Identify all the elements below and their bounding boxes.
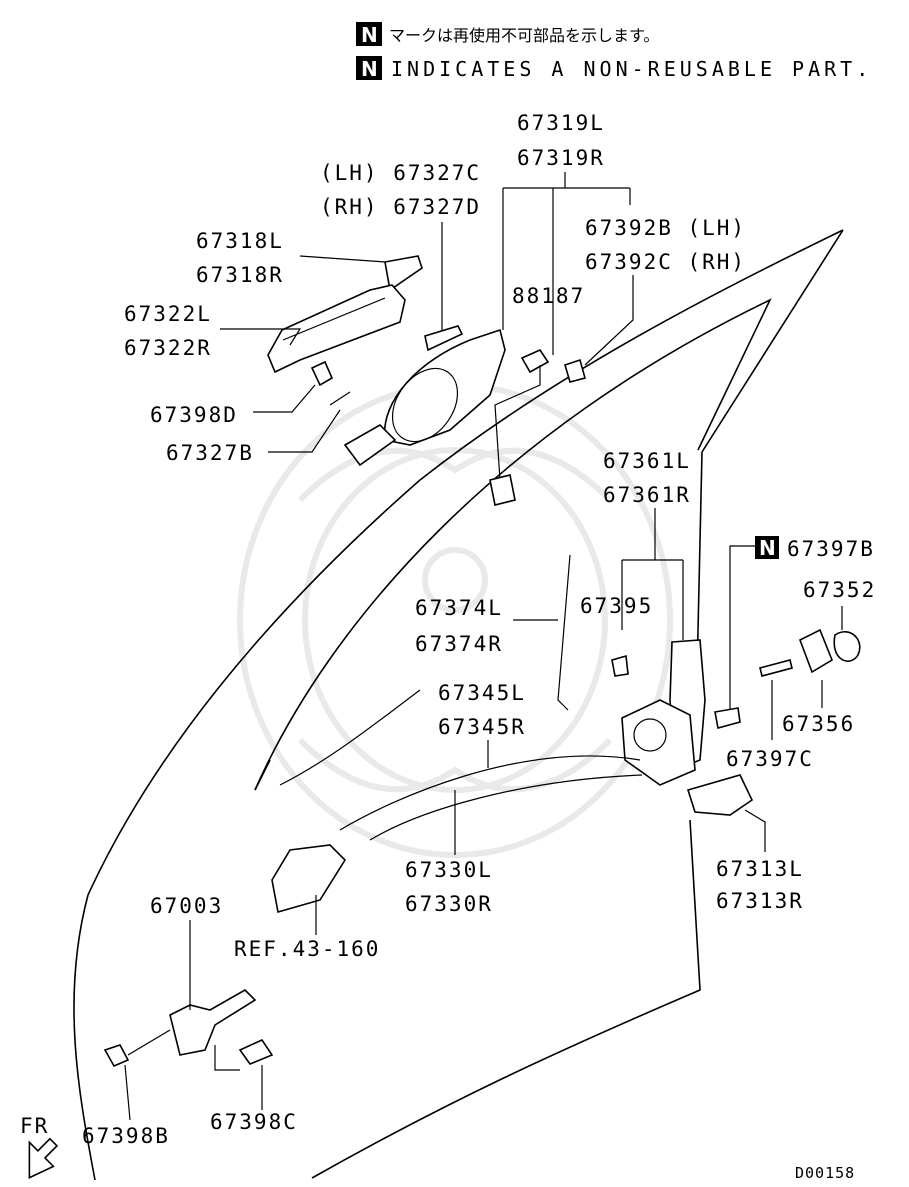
door-outline [73, 229, 844, 1181]
label-67330R: 67330R [405, 892, 493, 916]
door-check-group [103, 989, 274, 1071]
protector-67313 [686, 774, 754, 816]
bolt-67398C [238, 1038, 274, 1065]
label-67397C: 67397C [726, 747, 814, 771]
label-67392B: 67392B (LH) [585, 216, 746, 240]
bolt-67397C [759, 659, 793, 677]
label-67392C: 67392C (RH) [585, 250, 746, 274]
clip-67395 [611, 654, 629, 677]
badge-letter: N [361, 23, 378, 47]
non-reusable-badge [356, 22, 382, 46]
label-67374R: 67374R [415, 632, 503, 656]
inside-handle-ref [271, 844, 347, 914]
label-67313L: 67313L [716, 857, 804, 881]
label-67318R: 67318R [196, 263, 284, 287]
leader-lines [124, 172, 843, 1121]
legend-english-text: INDICATES A NON-REUSABLE PART. [391, 57, 872, 81]
label-67345L: 67345L [438, 681, 526, 705]
shim-67352 [833, 631, 861, 662]
bolt-67398B [103, 1044, 130, 1068]
label-67330L: 67330L [405, 858, 493, 882]
outside-handle-67322 [267, 284, 406, 374]
cable-67345 [339, 755, 641, 831]
label-67322L: 67322L [124, 302, 212, 326]
clip-67392 [564, 358, 586, 383]
label-67398D: 67398D [150, 403, 238, 427]
label-67318L: 67318L [196, 229, 284, 253]
frame-connector [343, 424, 397, 467]
badge-letter: N [361, 57, 378, 81]
label-67361L: 67361L [603, 449, 691, 473]
label-67361R: 67361R [603, 483, 691, 507]
handle-cap-67318 [384, 255, 423, 292]
label-67327D: (RH) 67327D [320, 195, 481, 219]
label-67395: 67395 [580, 594, 653, 618]
label-67319L: 67319L [517, 111, 605, 135]
bolt-67397B [714, 707, 741, 730]
non-reusable-badge [356, 56, 382, 80]
front-arrow-icon [28, 1137, 59, 1179]
gasket-67327C [424, 325, 464, 352]
badge-letter: N [759, 536, 776, 560]
label-67352: 67352 [803, 578, 876, 602]
outside-handle-group [267, 255, 586, 506]
label-67356: 67356 [782, 712, 855, 736]
striker-67356 [798, 628, 833, 674]
label-67345R: 67345R [438, 715, 526, 739]
label-67319R: 67319R [517, 146, 605, 170]
label-67003: 67003 [150, 894, 223, 918]
label-fr: FR [20, 1114, 49, 1138]
diagram-code: D00158 [795, 1164, 855, 1182]
handle-frame-67319 [383, 328, 506, 446]
non-reusable-badge [755, 536, 779, 559]
screw-67398D [310, 360, 334, 387]
cable-67330 [369, 774, 643, 841]
part-labels: 67319L 67319R (LH) 67327C (RH) 67327D 67… [20, 111, 876, 1182]
harness-connector [489, 474, 516, 506]
door-check-67003 [169, 989, 257, 1056]
label-ref-43-160: REF.43-160 [234, 937, 380, 961]
label-67313R: 67313R [716, 889, 804, 913]
legend: N マークは再使用不可部品を示します。 N INDICATES A NON-RE… [356, 22, 872, 81]
clip-88187 [520, 348, 550, 374]
label-67397B: 67397B [787, 537, 875, 561]
label-67374L: 67374L [415, 596, 503, 620]
label-67322R: 67322R [124, 336, 212, 360]
label-67398B: 67398B [82, 1124, 170, 1148]
label-88187: 88187 [512, 284, 585, 308]
door-lock-actuator-67361 [621, 699, 696, 786]
legend-japanese-text: マークは再使用不可部品を示します。 [389, 26, 659, 45]
label-67327C: (LH) 67327C [320, 161, 481, 185]
label-67327B: 67327B [166, 441, 254, 465]
label-67398C: 67398C [210, 1110, 298, 1134]
lock-assembly-group [271, 554, 861, 914]
rod-67374 [557, 554, 571, 711]
